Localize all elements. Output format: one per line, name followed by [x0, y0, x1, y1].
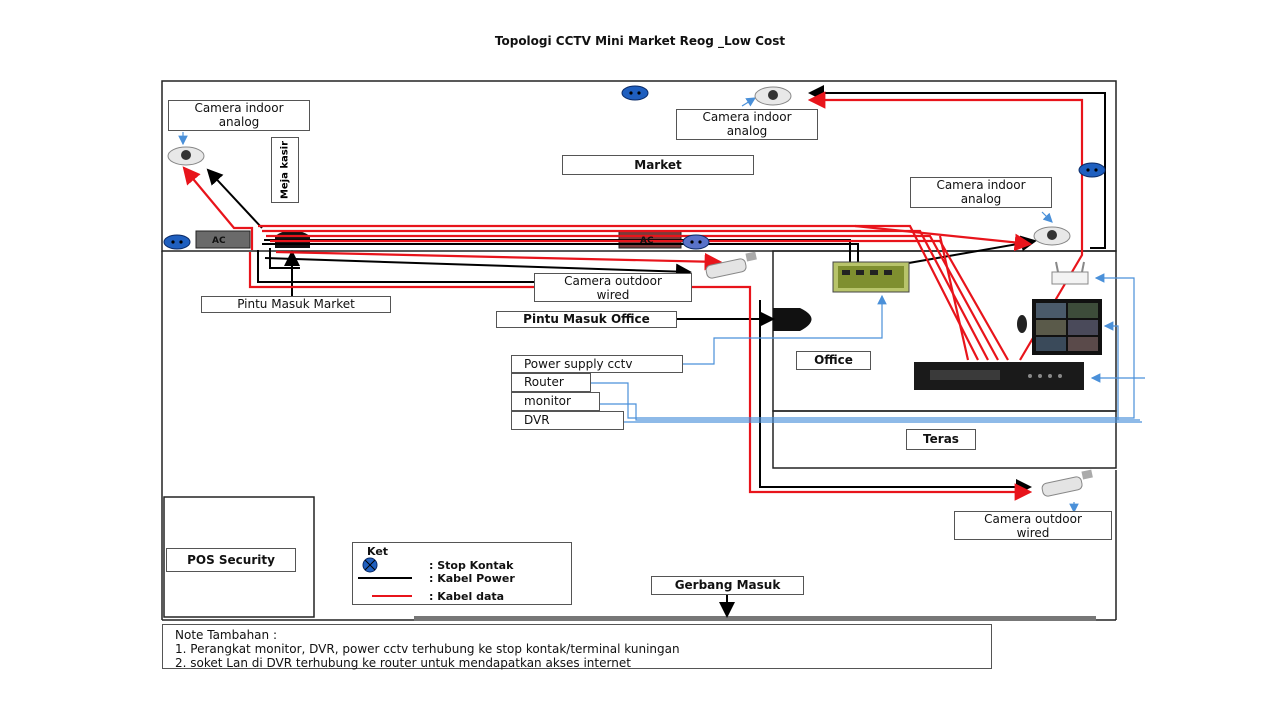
- stop-kontak-icon: [1078, 162, 1106, 178]
- monitor-icon: [1017, 299, 1102, 355]
- note-title: Note Tambahan :: [175, 628, 277, 642]
- label-camera-outdoor-1: Camera outdoor wired: [534, 273, 692, 302]
- label-line: analog: [960, 192, 1002, 206]
- stop-kontak-icon: [682, 234, 710, 250]
- gate-bar: [414, 616, 1096, 621]
- label-pintu-office: Pintu Masuk Office: [496, 311, 677, 328]
- label-market: Market: [562, 155, 754, 175]
- ac-unit-1: [195, 230, 251, 249]
- legend-kabel-power: : Kabel Power: [429, 572, 515, 585]
- note-line-1: 1. Perangkat monitor, DVR, power cctv te…: [175, 642, 680, 656]
- label-pintu-market: Pintu Masuk Market: [201, 296, 391, 313]
- label-pos-security: POS Security: [166, 548, 296, 572]
- label-line: wired: [1016, 526, 1050, 540]
- label-monitor: monitor: [511, 392, 600, 411]
- label-power-supply: Power supply cctv: [511, 355, 683, 373]
- office-door-icon: [773, 308, 812, 331]
- label-line: wired: [596, 288, 630, 302]
- label-office: Office: [796, 351, 871, 370]
- dvr-icon: [914, 362, 1084, 390]
- dome-camera-icon: [167, 146, 205, 166]
- router-icon: [1051, 261, 1089, 285]
- legend-symbols: [358, 557, 412, 597]
- label-camera-indoor-3: Camera indoor analog: [910, 177, 1052, 208]
- data-cables: [182, 91, 1084, 501]
- power-supply-board-icon: [832, 261, 910, 293]
- legend: Ket : Stop Kontak : Kabel Power : Kabel …: [352, 542, 572, 605]
- label-router: Router: [511, 373, 591, 392]
- dome-camera-icon: [754, 86, 792, 106]
- label-line: analog: [726, 124, 768, 138]
- label-teras: Teras: [906, 429, 976, 450]
- stop-kontak-icon: [621, 85, 649, 101]
- label-line: Camera outdoor: [564, 274, 662, 288]
- label-gerbang-masuk: Gerbang Masuk: [651, 576, 804, 595]
- label-meja-kasir: Meja kasir: [271, 137, 299, 203]
- legend-kabel-data: : Kabel data: [429, 590, 505, 603]
- label-line: Camera indoor: [936, 178, 1026, 192]
- diagram-title: Topologi CCTV Mini Market Reog _Low Cost: [494, 34, 786, 48]
- legend-stop-kontak: : Stop Kontak: [429, 559, 514, 572]
- label-dvr: DVR: [511, 411, 624, 430]
- stop-kontak-icon: [163, 234, 191, 250]
- label-line: analog: [218, 115, 260, 129]
- bullet-camera-icon: [705, 251, 757, 279]
- legend-title: Ket: [367, 545, 389, 558]
- label-camera-indoor-1: Camera indoor analog: [168, 100, 310, 131]
- label-camera-outdoor-2: Camera outdoor wired: [954, 511, 1112, 540]
- note-line-2: 2. soket Lan di DVR terhubung ke router …: [175, 656, 631, 670]
- dome-camera-icon: [1033, 226, 1071, 246]
- label-camera-indoor-2: Camera indoor analog: [676, 109, 818, 140]
- label-line: Camera indoor: [702, 110, 792, 124]
- note-box: Note Tambahan : 1. Perangkat monitor, DV…: [162, 624, 992, 670]
- label-line: Camera outdoor: [984, 512, 1082, 526]
- label-ac-2: AC: [640, 236, 654, 246]
- signal-lines: [178, 97, 1145, 514]
- label-meja-kasir-text: Meja kasir: [279, 140, 291, 200]
- bullet-camera-icon: [1041, 469, 1093, 497]
- label-line: Camera indoor: [194, 101, 284, 115]
- label-ac-1: AC: [212, 236, 226, 246]
